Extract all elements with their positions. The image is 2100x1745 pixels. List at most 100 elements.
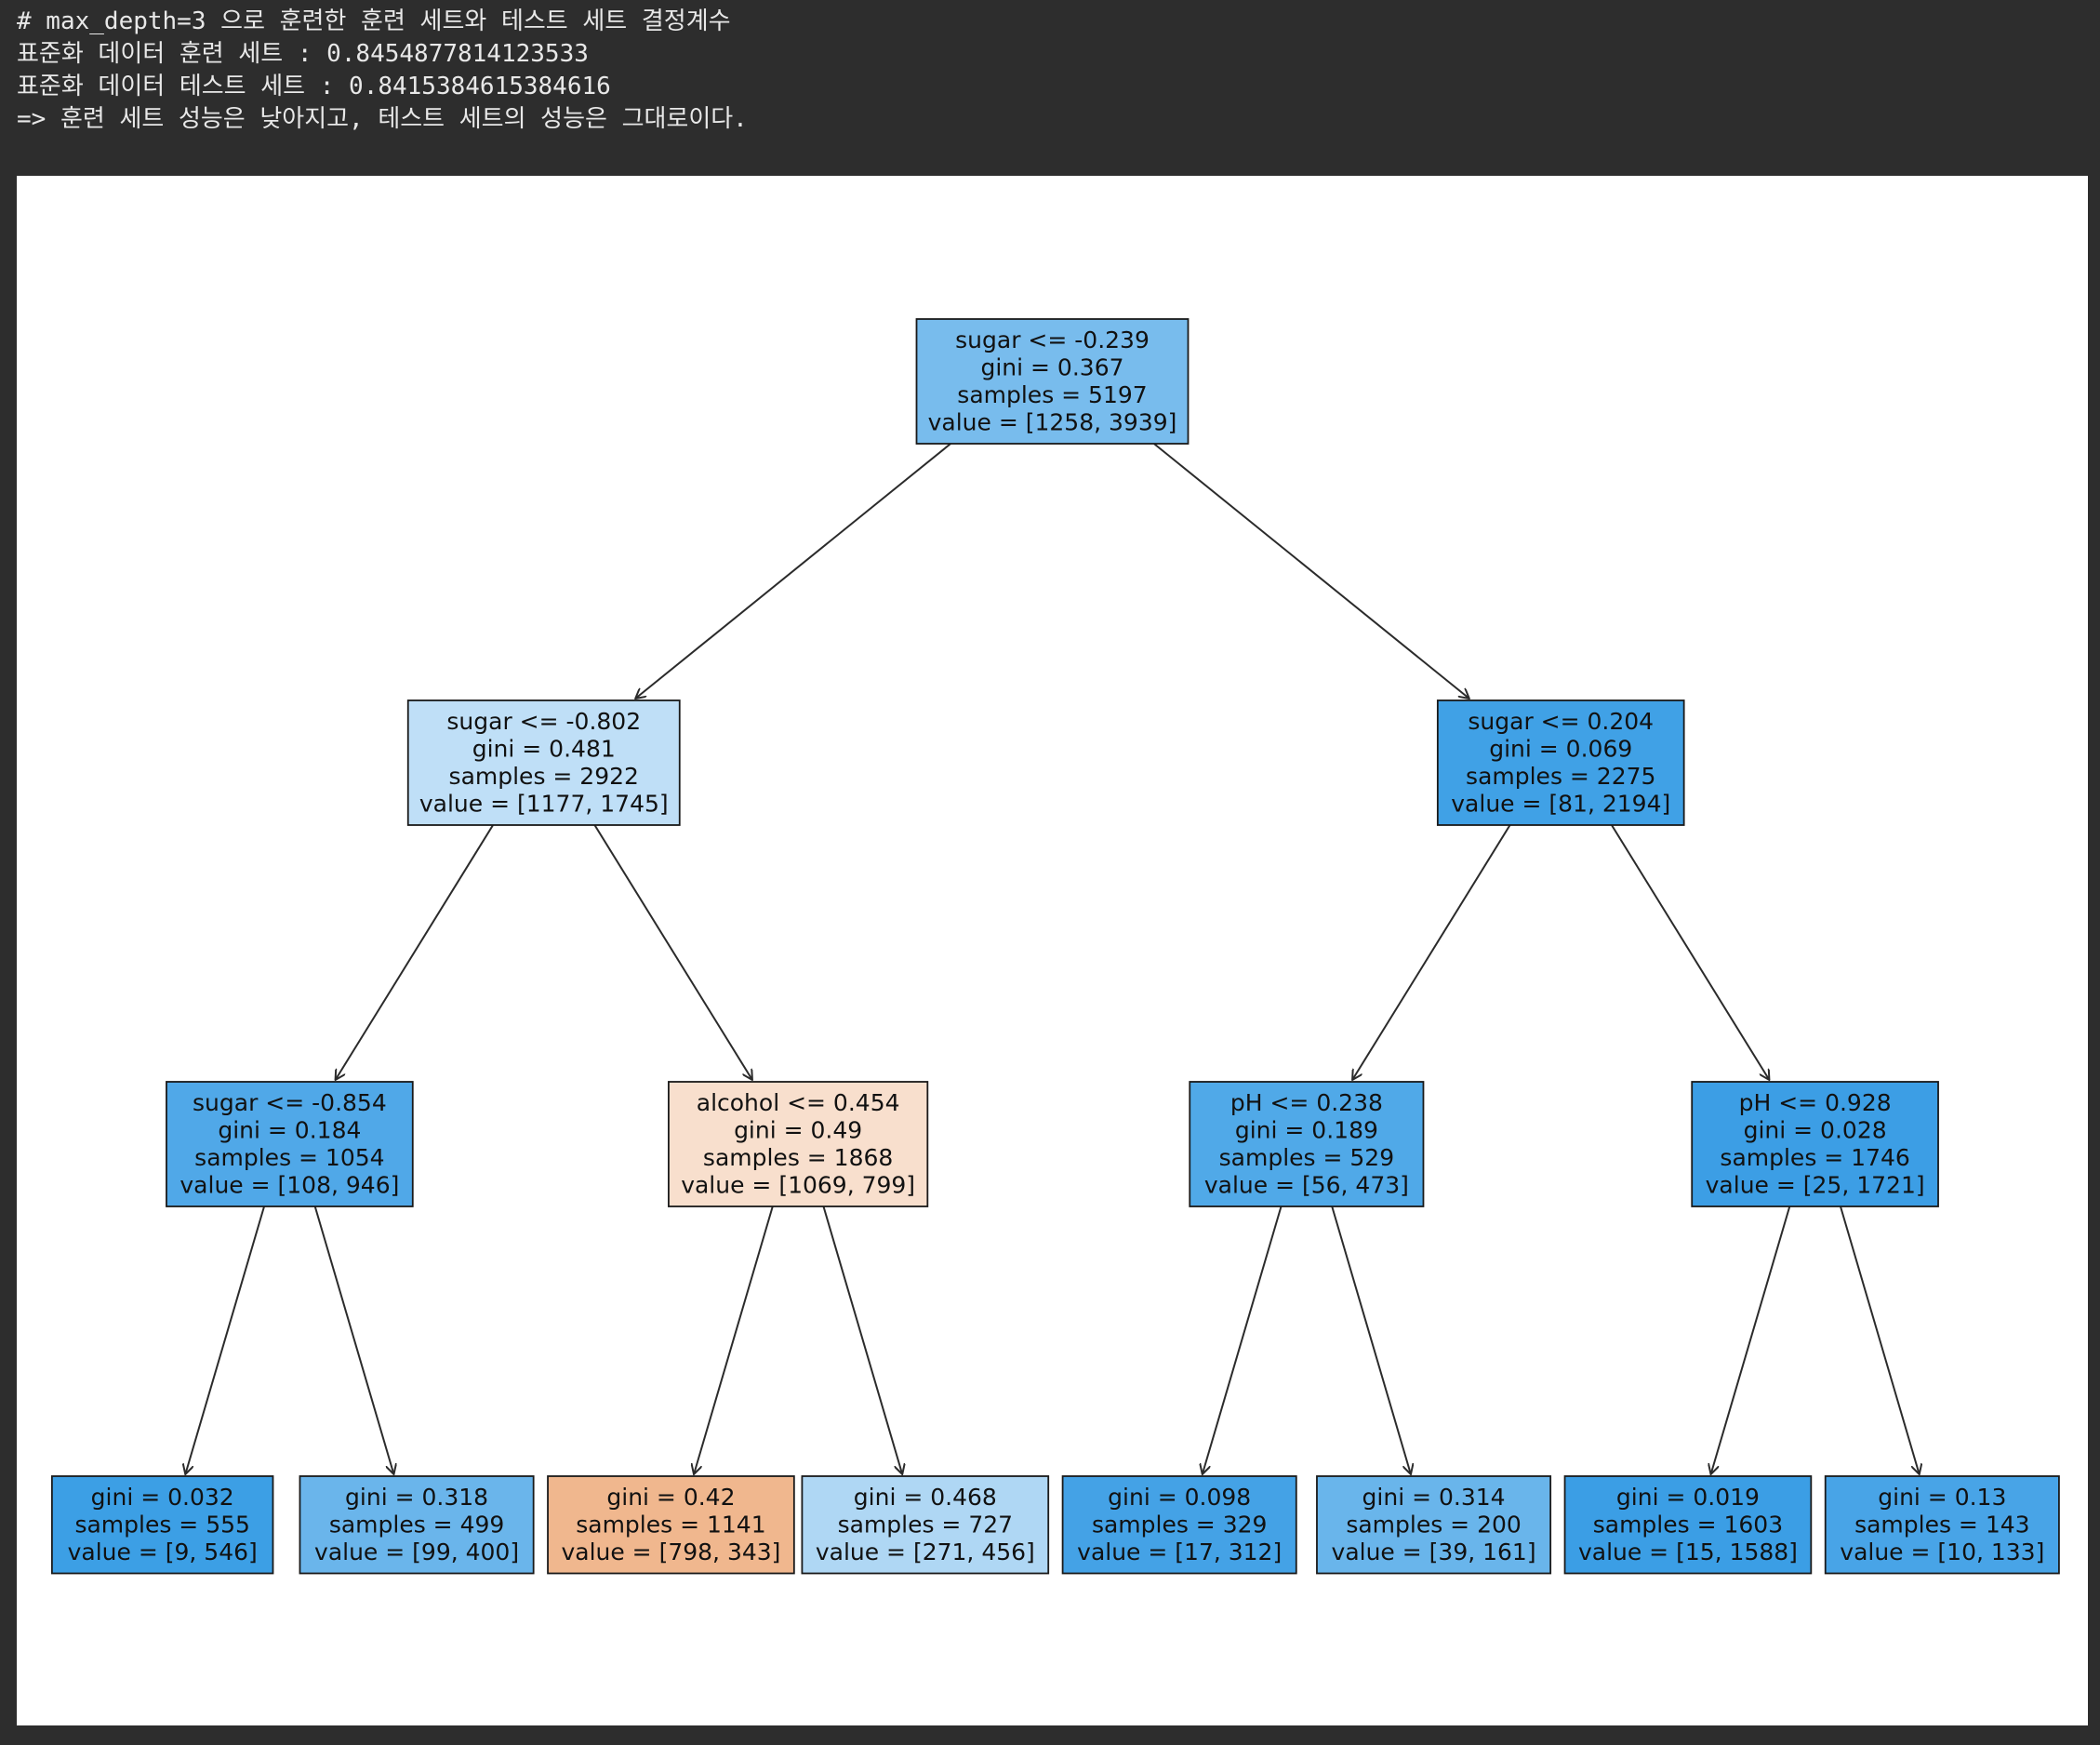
tree-node-samples-label: samples = 499	[329, 1512, 504, 1539]
tree-node-split-label: sugar <= 0.204	[1468, 708, 1654, 735]
tree-edge-n2-n5	[1352, 824, 1511, 1080]
tree-node-gini-label: gini = 0.098	[1108, 1484, 1251, 1511]
tree-node-box	[1189, 1081, 1425, 1207]
tree-node-value-label: value = [1069, 799]	[681, 1172, 915, 1199]
tree-edge-n6-n13	[1711, 1206, 1791, 1474]
tree-node-box	[801, 1475, 1050, 1575]
tree-node-gini-label: gini = 0.028	[1744, 1117, 1887, 1144]
tree-node-box	[299, 1475, 535, 1575]
tree-node-value-label: value = [56, 473]	[1204, 1172, 1409, 1199]
tree-node-split-label: pH <= 0.238	[1230, 1089, 1383, 1116]
tree-edge-n5-n11	[1203, 1206, 1283, 1474]
tree-node-samples-label: samples = 555	[74, 1512, 249, 1539]
tree-node-gini-label: gini = 0.318	[345, 1484, 488, 1511]
tree-node-gini-label: gini = 0.069	[1489, 736, 1632, 763]
tree-node-box	[1824, 1475, 2060, 1575]
tree-node-samples-label: samples = 1746	[1720, 1144, 1909, 1171]
tree-edge-n1-n4	[593, 824, 751, 1080]
tree-edges	[185, 443, 1920, 1474]
tree-node-split-label: pH <= 0.928	[1739, 1089, 1892, 1116]
tree-node-box	[1316, 1475, 1552, 1575]
tree-edge-n0-n2	[1153, 443, 1469, 699]
tree-node-samples-label: samples = 529	[1219, 1144, 1394, 1171]
tree-edge-n1-n3	[336, 824, 494, 1080]
tree-node-gini-label: gini = 0.314	[1362, 1484, 1506, 1511]
tree-node-value-label: value = [25, 1721]	[1706, 1172, 1925, 1199]
tree-node-samples-label: samples = 1603	[1593, 1512, 1783, 1539]
tree-edge-n4-n10	[822, 1206, 902, 1474]
tree-node-split-label: alcohol <= 0.454	[697, 1089, 900, 1116]
tree-node-box	[915, 318, 1190, 445]
tree-node-gini-label: gini = 0.42	[606, 1484, 735, 1511]
tree-node-box	[1436, 699, 1685, 826]
tree-node-box	[1691, 1081, 1939, 1207]
tree-edge-n5-n12	[1331, 1206, 1411, 1474]
tree-node-box	[50, 1475, 274, 1575]
tree-node-value-label: value = [10, 133]	[1840, 1539, 2044, 1565]
tree-node-value-label: value = [9, 546]	[68, 1539, 258, 1565]
tree-edge-n0-n1	[635, 443, 951, 699]
tree-node-samples-label: samples = 143	[1854, 1512, 2029, 1539]
tree-node-value-label: value = [108, 946]	[179, 1172, 399, 1199]
tree-node-box	[668, 1081, 929, 1207]
tree-node-box	[406, 699, 681, 826]
tree-node-value-label: value = [1258, 3939]	[928, 409, 1177, 436]
tree-node-samples-label: samples = 1054	[194, 1144, 384, 1171]
tree-node-gini-label: gini = 0.367	[980, 354, 1123, 381]
tree-node-samples-label: samples = 2275	[1466, 763, 1655, 790]
tree-edge-n6-n14	[1840, 1206, 1920, 1474]
tree-edge-n3-n7	[185, 1206, 265, 1474]
tree-node-split-label: sugar <= -0.802	[446, 708, 641, 735]
tree-node-samples-label: samples = 5197	[957, 381, 1147, 408]
tree-node-gini-label: gini = 0.49	[734, 1117, 862, 1144]
tree-node-gini-label: gini = 0.189	[1235, 1117, 1378, 1144]
tree-node-samples-label: samples = 727	[838, 1512, 1013, 1539]
tree-node-gini-label: gini = 0.13	[1878, 1484, 2006, 1511]
tree-node-value-label: value = [39, 161]	[1332, 1539, 1536, 1565]
output-line-test-score: 표준화 데이터 테스트 세트 : 0.8415384615384616	[17, 73, 611, 100]
tree-node-value-label: value = [17, 312]	[1077, 1539, 1282, 1565]
tree-node-box	[166, 1081, 414, 1207]
tree-edge-n4-n9	[694, 1206, 774, 1474]
tree-node-box	[1563, 1475, 1813, 1575]
tree-edge-n3-n8	[313, 1206, 394, 1474]
tree-node-box	[1061, 1475, 1297, 1575]
tree-node-box	[547, 1475, 795, 1575]
tree-node-value-label: value = [271, 456]	[816, 1539, 1035, 1565]
tree-node-split-label: sugar <= -0.239	[955, 326, 1150, 353]
tree-node-value-label: value = [99, 400]	[314, 1539, 519, 1565]
tree-node-value-label: value = [1177, 1745]	[419, 791, 669, 818]
tree-node-gini-label: gini = 0.019	[1616, 1484, 1760, 1511]
tree-edge-n2-n6	[1611, 824, 1769, 1080]
output-line-train-score: 표준화 데이터 훈련 세트 : 0.8454877814123533	[17, 40, 589, 68]
tree-node-samples-label: samples = 329	[1092, 1512, 1267, 1539]
output-line-conclusion: => 훈련 세트 성능은 낮아지고, 테스트 세트의 성능은 그대로이다.	[17, 105, 748, 133]
tree-node-samples-label: samples = 1141	[576, 1512, 765, 1539]
tree-node-value-label: value = [798, 343]	[561, 1539, 780, 1565]
tree-node-samples-label: samples = 2922	[449, 763, 639, 790]
tree-node-gini-label: gini = 0.481	[472, 736, 616, 763]
output-line-comment: # max_depth=3 으로 훈련한 훈련 세트와 테스트 세트 결정계수	[17, 7, 731, 35]
tree-node-split-label: sugar <= -0.854	[193, 1089, 387, 1116]
tree-node-samples-label: samples = 1868	[703, 1144, 893, 1171]
tree-node-value-label: value = [81, 2194]	[1451, 791, 1670, 818]
